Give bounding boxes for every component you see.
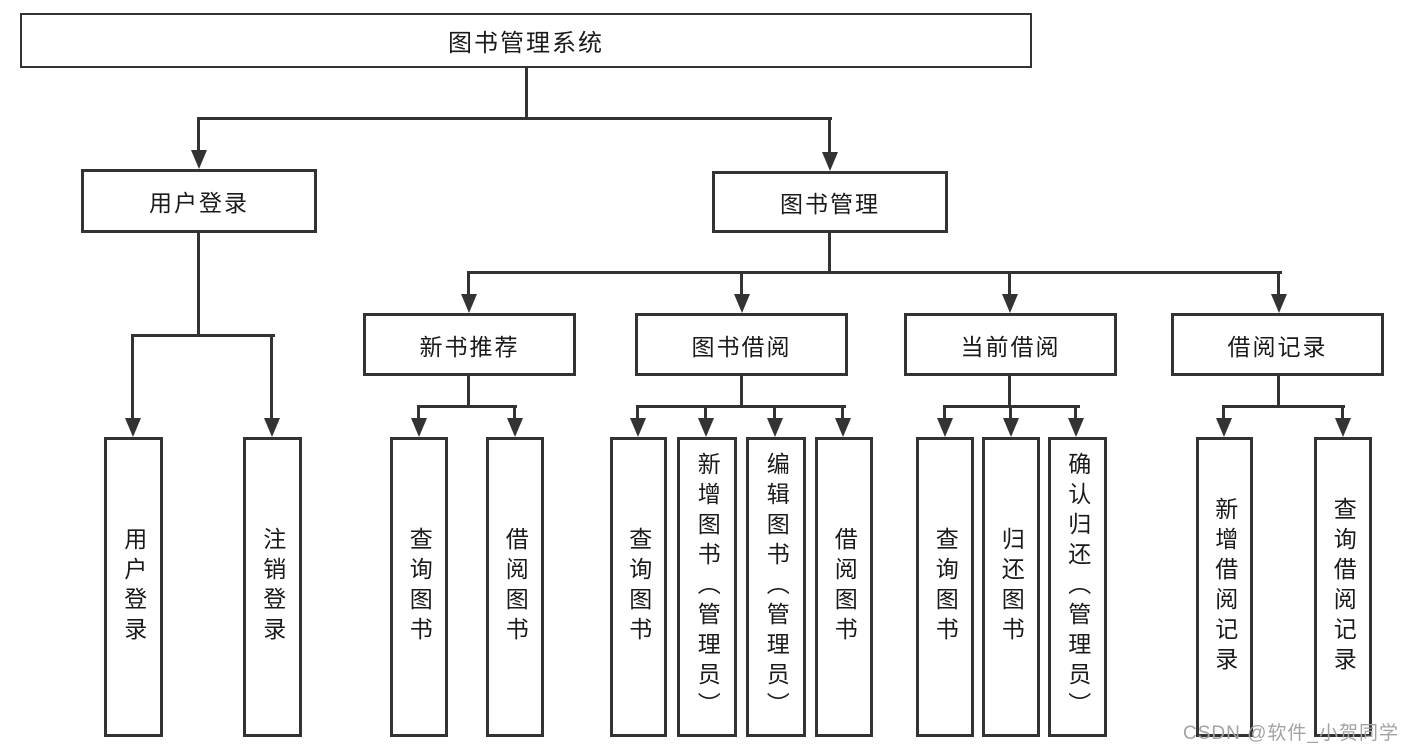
node-user-login-label: 用户登录 [149, 190, 249, 216]
leaf-logout: 注销登录 [243, 437, 302, 737]
connector-g4-drop [1277, 376, 1280, 407]
arrow-down-icon [1216, 418, 1232, 437]
connector-g2-leaf4 [841, 405, 844, 419]
arrow-down-icon [264, 418, 280, 437]
connector-to-borrow-record [1277, 271, 1280, 295]
arrow-down-icon [1068, 418, 1084, 437]
connector-g2-drop [740, 376, 743, 407]
connector-user-login-drop [197, 233, 200, 336]
node-book-management: 图书管理 [712, 171, 948, 233]
connector-g1-leaf2 [513, 405, 516, 419]
node-book-borrow-label: 图书借阅 [691, 333, 792, 360]
arrow-down-icon [1002, 294, 1018, 313]
arrow-down-icon [191, 150, 207, 169]
leaf-nb-query-books: 查询图书 [390, 437, 448, 737]
connector-g4-hline [1222, 405, 1345, 408]
connector-root-drop [525, 68, 528, 119]
leaf-nb-borrow-books: 借阅图书 [486, 437, 544, 737]
arrow-down-icon [835, 418, 851, 437]
arrow-down-icon [461, 294, 477, 313]
node-current-borrow: 当前借阅 [904, 313, 1117, 376]
connector-g4-leaf2 [1341, 405, 1344, 419]
connector-g1-drop [467, 376, 470, 407]
arrow-down-icon [1271, 294, 1287, 313]
arrow-down-icon [822, 152, 838, 171]
arrow-down-icon [630, 418, 646, 437]
leaf-user-login: 用户登录 [104, 437, 163, 737]
leaf-cb-return-books-label: 归还图书 [998, 527, 1025, 647]
leaf-cb-confirm-return-admin: 确认归还（管理员） [1048, 437, 1107, 737]
arrow-down-icon [1003, 418, 1019, 437]
connector-to-current-borrow [1008, 271, 1011, 295]
node-book-borrow: 图书借阅 [635, 313, 848, 376]
node-borrow-records: 借阅记录 [1171, 313, 1384, 376]
node-user-login: 用户登录 [81, 169, 317, 233]
leaf-cb-confirm-return-admin-label: 确认归还（管理员） [1064, 452, 1091, 722]
leaf-bb-edit-books-admin-label: 编辑图书（管理员） [763, 452, 790, 722]
leaf-bb-query-books-label: 查询图书 [625, 527, 652, 647]
connector-root-hline [197, 117, 832, 120]
arrow-down-icon [767, 418, 783, 437]
connector-g3-leaf3 [1074, 405, 1077, 419]
leaf-nb-query-books-label: 查询图书 [406, 527, 433, 647]
leaf-br-query-record-label: 查询借阅记录 [1330, 497, 1357, 677]
leaf-cb-query-books-label: 查询图书 [932, 527, 959, 647]
node-book-management-label: 图书管理 [780, 191, 880, 217]
connector-to-book-borrow [740, 271, 743, 295]
node-borrow-records-label: 借阅记录 [1227, 333, 1328, 360]
leaf-nb-borrow-books-label: 借阅图书 [502, 527, 529, 647]
arrow-down-icon [734, 294, 750, 313]
arrow-down-icon [507, 418, 523, 437]
connector-g3-leaf2 [1009, 405, 1012, 419]
csdn-watermark: CSDN @软件_小贺同学 [1183, 723, 1399, 744]
leaf-br-add-record: 新增借阅记录 [1196, 437, 1253, 737]
leaf-br-query-record: 查询借阅记录 [1314, 437, 1372, 737]
node-root: 图书管理系统 [20, 13, 1032, 68]
node-new-book-recommend: 新书推荐 [363, 313, 576, 376]
connector-g3-drop [1008, 376, 1011, 407]
connector-g3-leaf1 [943, 405, 946, 419]
connector-g2-leaf2 [704, 405, 707, 419]
leaf-bb-borrow-books: 借阅图书 [815, 437, 873, 737]
connector-to-leaf-logout [270, 334, 273, 419]
connector-book-mgmt-drop [828, 233, 831, 273]
leaf-bb-edit-books-admin: 编辑图书（管理员） [746, 437, 806, 737]
connector-book-mgmt-hline [467, 271, 1282, 274]
node-new-book-recommend-label: 新书推荐 [419, 333, 520, 360]
leaf-bb-add-books-admin: 新增图书（管理员） [677, 437, 737, 737]
leaf-bb-borrow-books-label: 借阅图书 [831, 527, 858, 647]
arrow-down-icon [937, 418, 953, 437]
connector-g2-hline [636, 405, 846, 408]
connector-to-user-login [197, 117, 200, 151]
arrow-down-icon [1335, 418, 1351, 437]
arrow-down-icon [125, 418, 141, 437]
leaf-logout-label: 注销登录 [259, 527, 286, 647]
leaf-cb-return-books: 归还图书 [982, 437, 1040, 737]
connector-to-leaf-user-login [131, 334, 134, 419]
arrow-down-icon [698, 418, 714, 437]
leaf-cb-query-books: 查询图书 [916, 437, 974, 737]
leaf-user-login-label: 用户登录 [120, 527, 147, 647]
connector-to-book-mgmt [828, 117, 831, 153]
node-root-label: 图书管理系统 [448, 30, 604, 57]
connector-g1-hline [417, 405, 517, 408]
connector-to-new-book [467, 271, 470, 295]
leaf-bb-query-books: 查询图书 [610, 437, 667, 737]
connector-g4-leaf1 [1222, 405, 1225, 419]
leaf-br-add-record-label: 新增借阅记录 [1211, 497, 1238, 677]
connector-g2-leaf3 [773, 405, 776, 419]
connector-g2-leaf1 [636, 405, 639, 419]
connector-user-login-hline [131, 334, 275, 337]
arrow-down-icon [411, 418, 427, 437]
node-current-borrow-label: 当前借阅 [960, 333, 1061, 360]
connector-g1-leaf1 [417, 405, 420, 419]
leaf-bb-add-books-admin-label: 新增图书（管理员） [694, 452, 721, 722]
